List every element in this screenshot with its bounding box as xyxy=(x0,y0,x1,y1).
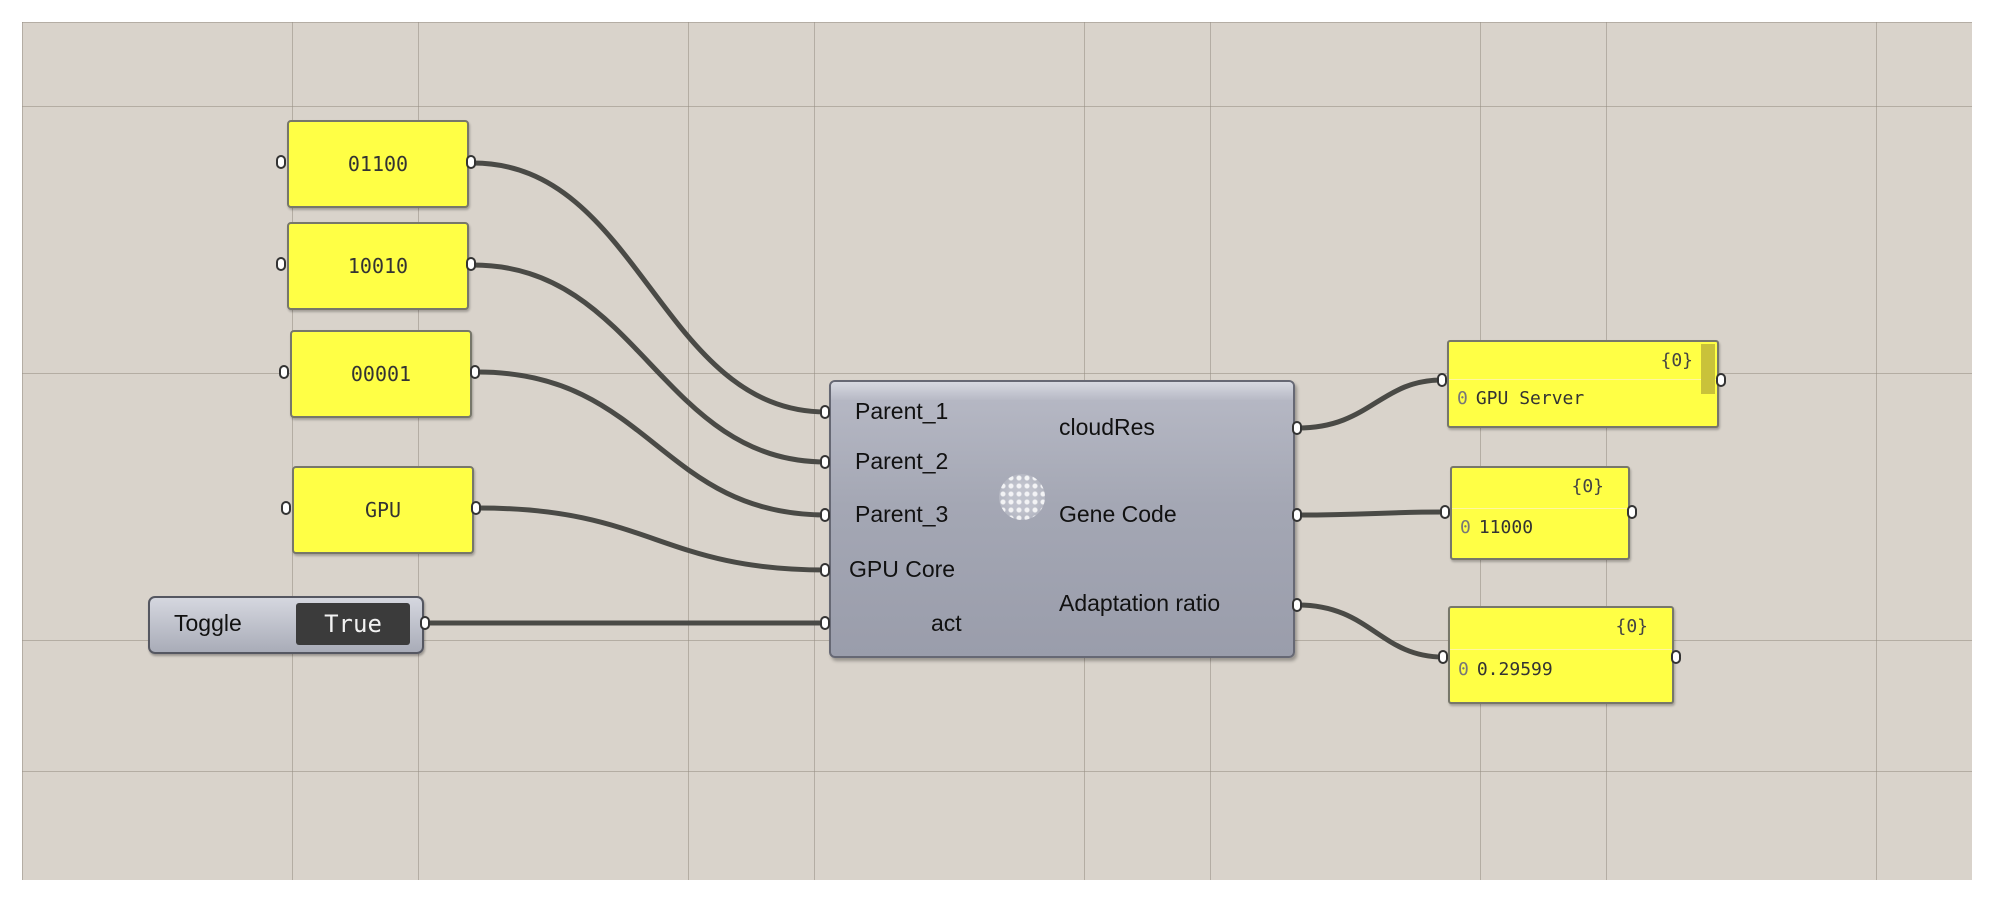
input-panel-2[interactable]: 10010 xyxy=(287,222,469,310)
grid-line xyxy=(292,22,293,880)
output-param-adaptation-ratio[interactable]: Adaptation ratio xyxy=(1059,590,1221,616)
output-panel-adaptation-ratio[interactable]: {0} 0 0.29599 xyxy=(1448,606,1674,704)
input-port[interactable] xyxy=(1438,650,1448,664)
output-port[interactable] xyxy=(1627,505,1637,519)
component-input-port[interactable] xyxy=(820,616,830,630)
input-port[interactable] xyxy=(1437,373,1447,387)
component-input-port[interactable] xyxy=(820,455,830,469)
grid-line xyxy=(22,106,1972,107)
input-panel-1[interactable]: 01100 xyxy=(287,120,469,208)
grid-line xyxy=(1876,22,1877,880)
toggle-label: Toggle xyxy=(174,610,242,636)
component-input-port[interactable] xyxy=(820,405,830,419)
panel-row-index: 0 xyxy=(1460,517,1471,539)
output-panel-gene-code[interactable]: {0} 0 11000 xyxy=(1450,466,1630,560)
script-icon xyxy=(999,474,1045,520)
output-port[interactable] xyxy=(1716,373,1726,387)
panel-value: 00001 xyxy=(350,362,412,386)
component-output-port[interactable] xyxy=(1292,508,1302,522)
panel-row-index: 0 xyxy=(1457,388,1468,410)
input-port[interactable] xyxy=(281,501,291,515)
component-output-port[interactable] xyxy=(1292,598,1302,612)
script-component[interactable]: Parent_1 Parent_2 Parent_3 GPU Core act … xyxy=(829,380,1295,658)
panel-value: 01100 xyxy=(347,152,409,176)
output-port[interactable] xyxy=(420,616,430,630)
panel-row: 0 11000 xyxy=(1452,511,1628,558)
component-output-port[interactable] xyxy=(1292,421,1302,435)
panel-scrollbar[interactable] xyxy=(1701,344,1715,394)
grid-line xyxy=(688,22,689,880)
input-param-parent-2[interactable]: Parent_2 xyxy=(855,448,949,474)
output-port[interactable] xyxy=(1671,650,1681,664)
panel-row-index: 0 xyxy=(1458,659,1469,681)
input-port[interactable] xyxy=(1440,505,1450,519)
panel-row: 0 0.29599 xyxy=(1450,653,1672,702)
component-input-port[interactable] xyxy=(820,508,830,522)
panel-path-header: {0} xyxy=(1452,468,1628,509)
toggle-value[interactable]: True xyxy=(296,603,410,645)
input-panel-3[interactable]: 00001 xyxy=(290,330,472,418)
output-port[interactable] xyxy=(471,501,481,515)
input-port[interactable] xyxy=(279,365,289,379)
panel-path-header: {0} xyxy=(1449,342,1717,380)
panel-row: 0 GPU Server xyxy=(1449,382,1717,426)
component-header xyxy=(831,382,1293,400)
panel-value: GPU xyxy=(364,498,402,522)
output-port[interactable] xyxy=(466,257,476,271)
grid-line xyxy=(22,373,1972,374)
input-port[interactable] xyxy=(276,155,286,169)
panel-row-value: GPU Server xyxy=(1475,388,1585,410)
panel-row-value: 0.29599 xyxy=(1476,659,1553,681)
input-param-gpu-core[interactable]: GPU Core xyxy=(849,556,956,582)
input-port[interactable] xyxy=(276,257,286,271)
output-param-cloudres[interactable]: cloudRes xyxy=(1059,414,1155,440)
output-port[interactable] xyxy=(470,365,480,379)
input-param-act[interactable]: act xyxy=(931,610,962,636)
grid-line xyxy=(22,771,1972,772)
panel-path-header: {0} xyxy=(1450,608,1672,651)
panel-row-value: 11000 xyxy=(1478,517,1534,539)
input-panel-gpu[interactable]: GPU xyxy=(292,466,474,554)
output-panel-cloudres[interactable]: {0} 0 GPU Server xyxy=(1447,340,1719,428)
component-input-port[interactable] xyxy=(820,563,830,577)
input-param-parent-3[interactable]: Parent_3 xyxy=(855,501,949,527)
output-param-gene-code[interactable]: Gene Code xyxy=(1059,501,1177,527)
output-port[interactable] xyxy=(466,155,476,169)
grid-line xyxy=(1480,22,1481,880)
panel-value: 10010 xyxy=(347,254,409,278)
input-param-parent-1[interactable]: Parent_1 xyxy=(855,398,949,424)
boolean-toggle[interactable]: Toggle True xyxy=(148,596,424,654)
